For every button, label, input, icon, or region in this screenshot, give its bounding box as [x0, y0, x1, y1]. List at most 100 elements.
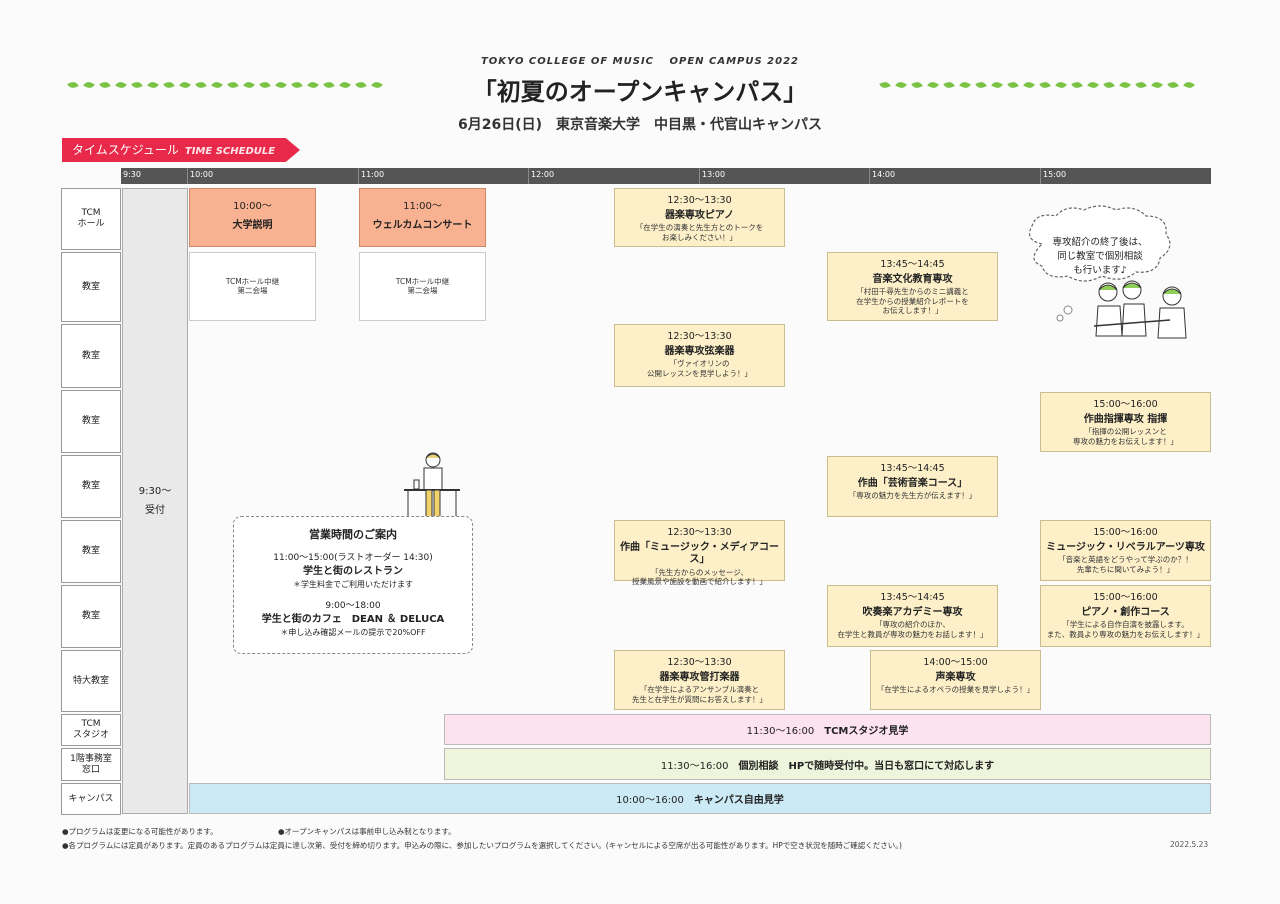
reception-time: 9:30～ — [138, 486, 172, 497]
time-axis-bar: 9:30 10:00 11:00 12:00 13:00 14:00 15:00 — [121, 168, 1211, 184]
header-subtitle: TOKYO COLLEGE OF MUSIC OPEN CAMPUS 2022 — [480, 56, 799, 67]
event-conducting: 15:00～16:00 作曲指揮専攻 指揮 「指揮の公開レッスンと 専攻の魅力を… — [1040, 392, 1211, 452]
band-name: TCMスタジオ見学 — [824, 726, 909, 737]
row-label-tcm-studio: TCM スタジオ — [61, 714, 121, 746]
event-time: 14:00～15:00 — [923, 657, 988, 668]
event-time: 11:00～ — [403, 201, 442, 212]
event-desc: 「村田千尋先生からのミニ講義と 在学生からの授業紹介レポートを お伝えします！」 — [856, 287, 969, 316]
event-hall-relay: TCMホール中継 第二会場 — [189, 252, 316, 321]
band-individual-consultation: 11:30～16:00 個別相談 HPで随時受付中。当日も窓口にて対応します — [444, 748, 1211, 780]
tick-label: 10:00 — [190, 170, 214, 179]
banner-label: タイムスケジュール — [72, 143, 179, 157]
event-piano: 12:30～13:30 器楽専攻ピアノ 「在学生の演奏と先生方とのトークを お楽… — [614, 188, 785, 247]
note-advance-registration: ●オープンキャンパスは事前申し込み制となります。 — [278, 827, 456, 836]
event-time: 13:45～14:45 — [880, 463, 945, 474]
event-composition-art-music: 13:45～14:45 作曲「芸術音楽コース」 「専攻の魅力を先生方が伝えます！… — [827, 456, 998, 517]
restaurant-time: 11:00～15:00(ラストオーダー 14:30) — [273, 553, 433, 564]
event-time: 12:30～13:30 — [667, 331, 732, 342]
event-time: 15:00～16:00 — [1093, 592, 1158, 603]
row-label-classroom: 教室 — [61, 324, 121, 388]
event-name: ピアノ・創作コース — [1081, 606, 1170, 618]
event-desc: 「専攻の魅力を先生方が伝えます！」 — [848, 491, 977, 501]
date-line: 6月26日(日) 東京音楽大学 中目黒・代官山キャンパス — [457, 117, 823, 133]
band-time: 11:30～16:00 — [746, 726, 815, 737]
event-desc: 「指揮の公開レッスンと 専攻の魅力をお伝えします！」 — [1073, 427, 1178, 446]
band-campus-free-tour: 10:00～16:00 キャンパス自由見学 — [189, 783, 1211, 814]
event-desc: TCMホール中継 第二会場 — [225, 277, 280, 296]
row-label-tcm-hall: TCM ホール — [61, 188, 121, 250]
cafe-time: 9:00～18:00 — [325, 601, 381, 612]
event-hall-relay: TCMホール中継 第二会場 — [359, 252, 486, 321]
event-time: 15:00～16:00 — [1093, 399, 1158, 410]
tick-label: 14:00 — [872, 170, 896, 179]
row-label-campus: キャンパス — [61, 783, 121, 815]
event-name: 器楽専攻弦楽器 — [664, 345, 735, 357]
consultation-illustration — [1056, 280, 1187, 339]
row-label-classroom: 教室 — [61, 455, 121, 518]
event-music-liberal-arts: 15:00～16:00 ミュージック・リベラルアーツ専攻 「音楽と英語をどうやっ… — [1040, 520, 1211, 581]
band-time: 10:00～16:00 — [616, 795, 684, 806]
cafe-note: ＊申し込み確認メールの提示で20%OFF — [280, 627, 426, 637]
event-desc: 「ヴァイオリンの 公開レッスンを見学しよう！」 — [647, 359, 752, 378]
event-name: 器楽専攻ピアノ — [664, 209, 735, 221]
event-piano-composition: 15:00～16:00 ピアノ・創作コース 「学生による自作自演を披露します。 … — [1040, 585, 1211, 647]
event-name: ウェルカムコンサート — [372, 219, 473, 231]
note-program-change: ●プログラムは変更になる可能性があります。 — [62, 827, 218, 836]
event-name: 吹奏楽アカデミー専攻 — [862, 606, 963, 618]
cafe-name: 学生と街のカフェ DEAN ＆ DELUCA — [261, 613, 445, 625]
event-time: 10:00～ — [233, 201, 272, 212]
revision-date: 2022.5.23 — [1170, 840, 1209, 849]
event-desc: 「専攻の紹介のほか、 在学生と教員が専攻の魅力をお話します！」 — [837, 620, 988, 639]
page-title: 「初夏のオープンキャンパス」 — [472, 78, 808, 106]
event-name: 作曲「ミュージック・メディアコース」 — [620, 541, 779, 566]
event-desc: TCMホール中継 第二会場 — [395, 277, 450, 296]
row-label-classroom: 教室 — [61, 585, 121, 648]
event-desc: 「在学生の演奏と先生方とのトークを お楽しみください！」 — [635, 223, 764, 242]
event-time: 12:30～13:30 — [667, 657, 732, 668]
event-composition-music-media: 12:30～13:30 作曲「ミュージック・メディアコース」 「先生方からのメッ… — [614, 520, 785, 586]
event-desc: 「学生による自作自演を披露します。 また、教員より専攻の魅力をお伝えします！」 — [1046, 620, 1205, 639]
event-name: 音楽文化教育専攻 — [872, 273, 953, 285]
reception-column: 9:30～ 受付 — [122, 188, 188, 814]
tick-label: 11:00 — [361, 170, 385, 179]
leaf-decoration-left — [67, 80, 383, 96]
event-name: 作曲「芸術音楽コース」 — [857, 477, 968, 489]
band-tcm-studio-tour: 11:30～16:00 TCMスタジオ見学 — [444, 714, 1211, 745]
event-time: 13:45～14:45 — [880, 259, 945, 270]
event-strings: 12:30～13:30 器楽専攻弦楽器 「ヴァイオリンの 公開レッスンを見学しよ… — [614, 324, 785, 387]
banner-label-en: TIME SCHEDULE — [184, 146, 276, 157]
cafe-heading: 営業時間のご案内 — [309, 528, 397, 541]
event-desc: 「音楽と英語をどうやって学ぶのか？！ 先輩たちに聞いてみよう！」 — [1058, 555, 1193, 574]
event-wind-academy: 13:45～14:45 吹奏楽アカデミー専攻 「専攻の紹介のほか、 在学生と教員… — [827, 585, 998, 647]
event-time: 12:30～13:30 — [667, 195, 732, 206]
callout-text: 専攻紹介の終了後は、 同じ教室で個別相談 も行います♪ — [1052, 237, 1148, 276]
band-time: 11:30～16:00 — [660, 760, 729, 772]
reception-label: 受付 — [145, 505, 165, 516]
event-vocal: 14:00～15:00 声楽専攻 「在学生によるオペラの授業を見学しよう！」 — [870, 650, 1041, 710]
event-time: 13:45～14:45 — [880, 592, 945, 603]
tick-label: 13:00 — [702, 170, 726, 179]
event-time: 12:30～13:30 — [667, 527, 732, 538]
tick-label: 12:00 — [531, 170, 555, 179]
event-name: 大学説明 — [232, 219, 273, 231]
row-label-office-window: 1階事務室 窓口 — [61, 748, 121, 781]
event-desc: 「在学生によるオペラの授業を見学しよう！」 — [876, 685, 1035, 695]
event-name: ミュージック・リベラルアーツ専攻 — [1046, 541, 1205, 553]
restaurant-note: ＊学生料金でご利用いただけます — [293, 579, 413, 589]
event-name: 作曲指揮専攻 指揮 — [1083, 413, 1168, 425]
row-label-classroom: 教室 — [61, 520, 121, 583]
event-university-briefing: 10:00～ 大学説明 — [189, 188, 316, 247]
cafe-hours-box: 営業時間のご案内 11:00～15:00(ラストオーダー 14:30) 学生と街… — [233, 516, 473, 654]
row-label-classroom: 教室 — [61, 390, 121, 453]
tick-label: 15:00 — [1043, 170, 1067, 179]
row-label-classroom: 教室 — [61, 252, 121, 322]
event-time: 15:00～16:00 — [1093, 527, 1158, 538]
event-desc: 「在学生によるアンサンブル演奏と 先生と在学生が質問にお答えします！」 — [632, 685, 767, 704]
event-name: 声楽専攻 — [935, 671, 976, 683]
band-name: 個別相談 HPで随時受付中。当日も窓口にて対応します — [738, 760, 995, 772]
restaurant-name: 学生と街のレストラン — [303, 565, 403, 577]
leaf-decoration-right — [879, 80, 1195, 96]
event-winds-percussion: 12:30～13:30 器楽専攻管打楽器 「在学生によるアンサンブル演奏と 先生… — [614, 650, 785, 710]
tick-label: 9:30 — [123, 170, 141, 179]
event-welcome-concert: 11:00～ ウェルカムコンサート — [359, 188, 486, 247]
